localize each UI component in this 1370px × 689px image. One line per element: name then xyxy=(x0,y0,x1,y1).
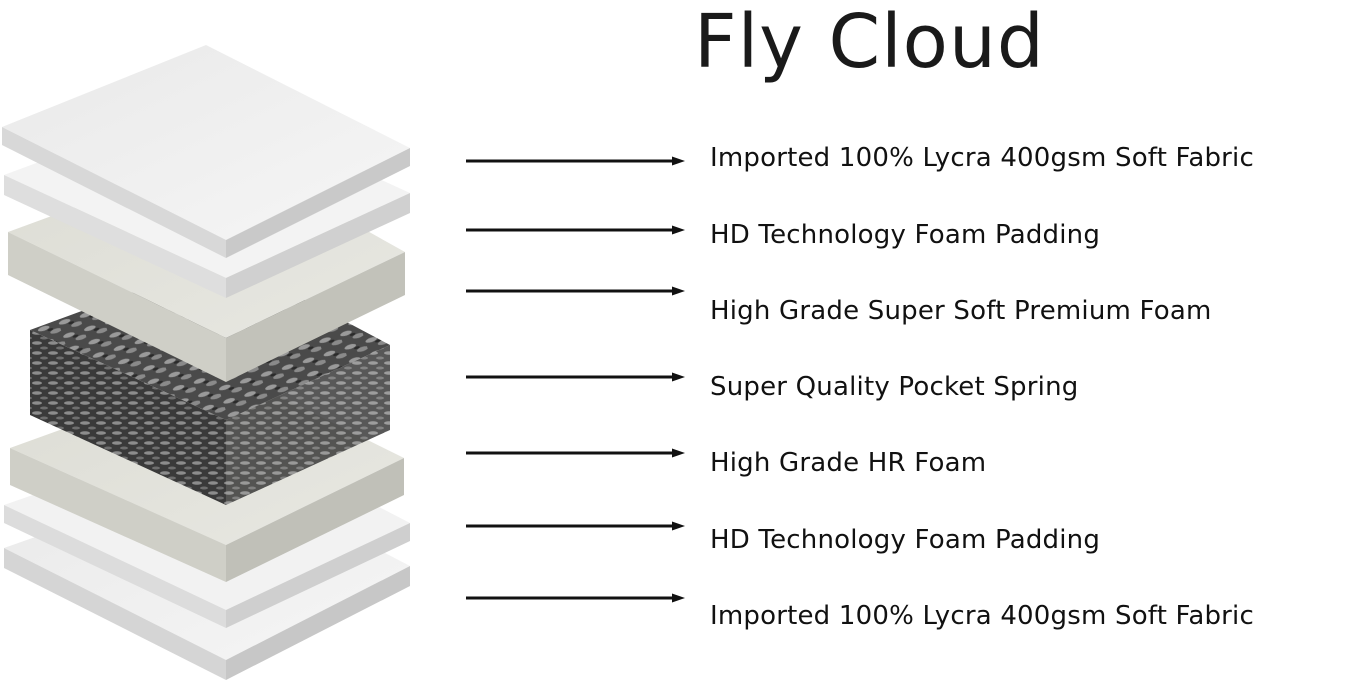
arrow-4 xyxy=(466,373,685,382)
layer-label-5: High Grade HR Foam xyxy=(710,450,986,476)
layer-label-1: Imported 100% Lycra 400gsm Soft Fabric xyxy=(710,145,1254,171)
arrow-7 xyxy=(466,594,685,603)
arrow-2 xyxy=(466,226,685,235)
layer-label-3: High Grade Super Soft Premium Foam xyxy=(710,298,1212,324)
layer-label-7: Imported 100% Lycra 400gsm Soft Fabric xyxy=(710,603,1254,629)
layer-label-2: HD Technology Foam Padding xyxy=(710,222,1100,248)
layer-label-6: HD Technology Foam Padding xyxy=(710,527,1100,553)
arrow-3 xyxy=(466,287,685,296)
arrow-6 xyxy=(466,522,685,531)
layer-label-4: Super Quality Pocket Spring xyxy=(710,374,1078,400)
arrow-1 xyxy=(466,157,685,166)
arrow-5 xyxy=(466,449,685,458)
pointer-arrows xyxy=(466,157,685,603)
product-title: Fly Cloud xyxy=(694,2,1045,83)
